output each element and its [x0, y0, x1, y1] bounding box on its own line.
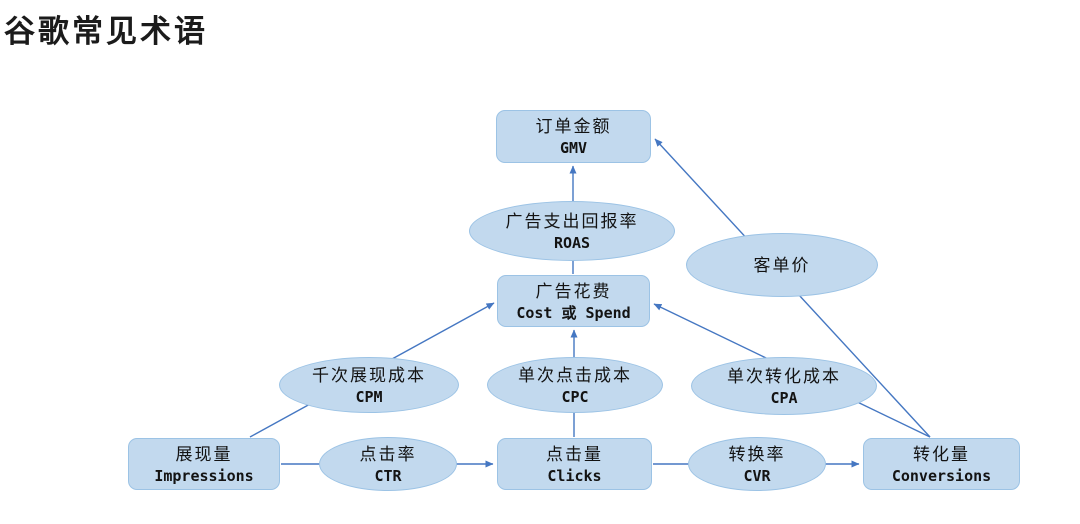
- node-cvr-label-en: CVR: [743, 466, 771, 485]
- node-impressions-label-en: Impressions: [154, 466, 254, 485]
- node-cpa-label-zh: 单次转化成本: [727, 366, 841, 386]
- node-cpm-label-zh: 千次展现成本: [312, 365, 426, 385]
- node-conversions-label-en: Conversions: [891, 466, 992, 485]
- node-cpa-label-en: CPA: [770, 388, 798, 407]
- node-clicks-label-zh: 点击量: [546, 444, 603, 464]
- node-ctr: 点击率 CTR: [319, 437, 457, 491]
- node-cpa: 单次转化成本 CPA: [691, 357, 877, 415]
- node-cpm-label-en: CPM: [355, 387, 383, 406]
- node-gmv-label-zh: 订单金额: [535, 117, 612, 136]
- node-cost-label-en: Cost 或 Spend: [516, 303, 631, 322]
- node-clicks: 点击量 Clicks: [497, 438, 652, 490]
- node-cost: 广告花费 Cost 或 Spend: [497, 275, 650, 327]
- node-gmv-label-en: GMV: [559, 139, 588, 157]
- node-impressions: 展现量 Impressions: [128, 438, 280, 490]
- node-roas: 广告支出回报率 ROAS: [469, 201, 675, 261]
- node-ctr-label-zh: 点击率: [359, 444, 417, 464]
- node-conversions: 转化量 Conversions: [863, 438, 1020, 490]
- node-conversions-label-zh: 转化量: [913, 444, 970, 464]
- node-cpm: 千次展现成本 CPM: [279, 357, 459, 413]
- node-average-order-value-label-zh: 客单价: [753, 255, 811, 275]
- node-cost-label-zh: 广告花费: [535, 281, 612, 301]
- node-roas-label-en: ROAS: [553, 233, 591, 252]
- node-impressions-label-zh: 展现量: [175, 444, 233, 464]
- node-gmv: 订单金额 GMV: [496, 110, 651, 163]
- node-cvr: 转换率 CVR: [688, 437, 826, 491]
- node-average-order-value: 客单价: [686, 233, 878, 297]
- page-title: 谷歌常见术语: [4, 14, 208, 49]
- node-cvr-label-zh: 转换率: [728, 444, 786, 464]
- node-ctr-label-en: CTR: [374, 466, 402, 485]
- node-roas-label-zh: 广告支出回报率: [505, 211, 639, 231]
- node-clicks-label-en: Clicks: [547, 466, 602, 485]
- node-cpc-label-en: CPC: [561, 387, 589, 406]
- node-cpc: 单次点击成本 CPC: [487, 357, 663, 413]
- node-cpc-label-zh: 单次点击成本: [518, 365, 632, 385]
